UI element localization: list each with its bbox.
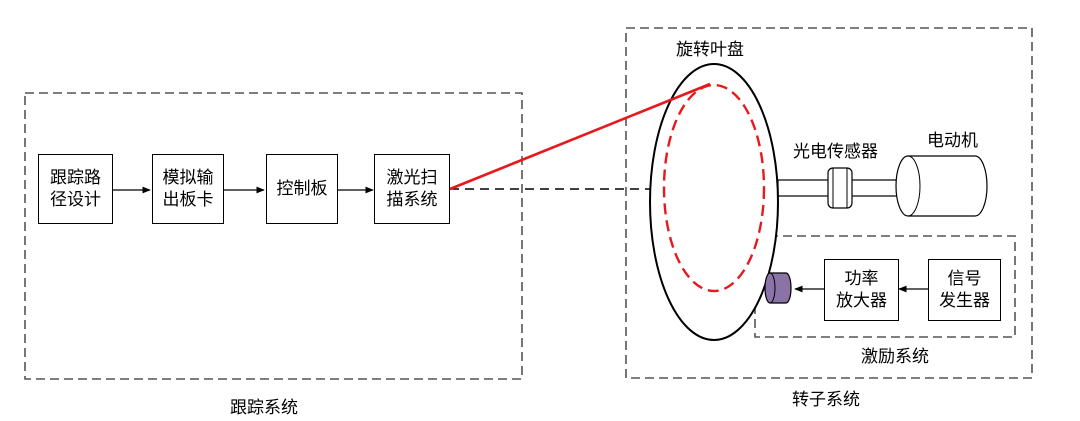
exciter [764,272,792,304]
motor-body [895,155,988,217]
scan-path [662,83,766,293]
laser-scanning-block: 激光扫描系统 [374,154,450,224]
photoelectric-sensor [827,167,853,209]
control-board-block: 控制板 [266,154,338,224]
path-design-block: 跟踪路径设计 [38,154,113,224]
sensor-label: 光电传感器 [793,142,878,162]
analog-output-card-block: 模拟输出板卡 [152,154,224,224]
tracking-system-frame [24,92,523,380]
excitation-system-frame [754,235,1016,338]
disk-label: 旋转叶盘 [676,40,744,60]
rotating-blade-disk [649,63,779,341]
motor-label: 电动机 [927,131,978,151]
rotor-system-label: 转子系统 [792,390,860,410]
laser-beam [449,82,711,191]
excitation-system-label: 激励系统 [861,347,929,367]
signal-generator-block: 信号发生器 [928,259,1001,321]
rotor-system-frame [625,27,1033,379]
power-amplifier-block: 功率放大器 [824,259,899,321]
tracking-system-label: 跟踪系统 [230,398,298,418]
